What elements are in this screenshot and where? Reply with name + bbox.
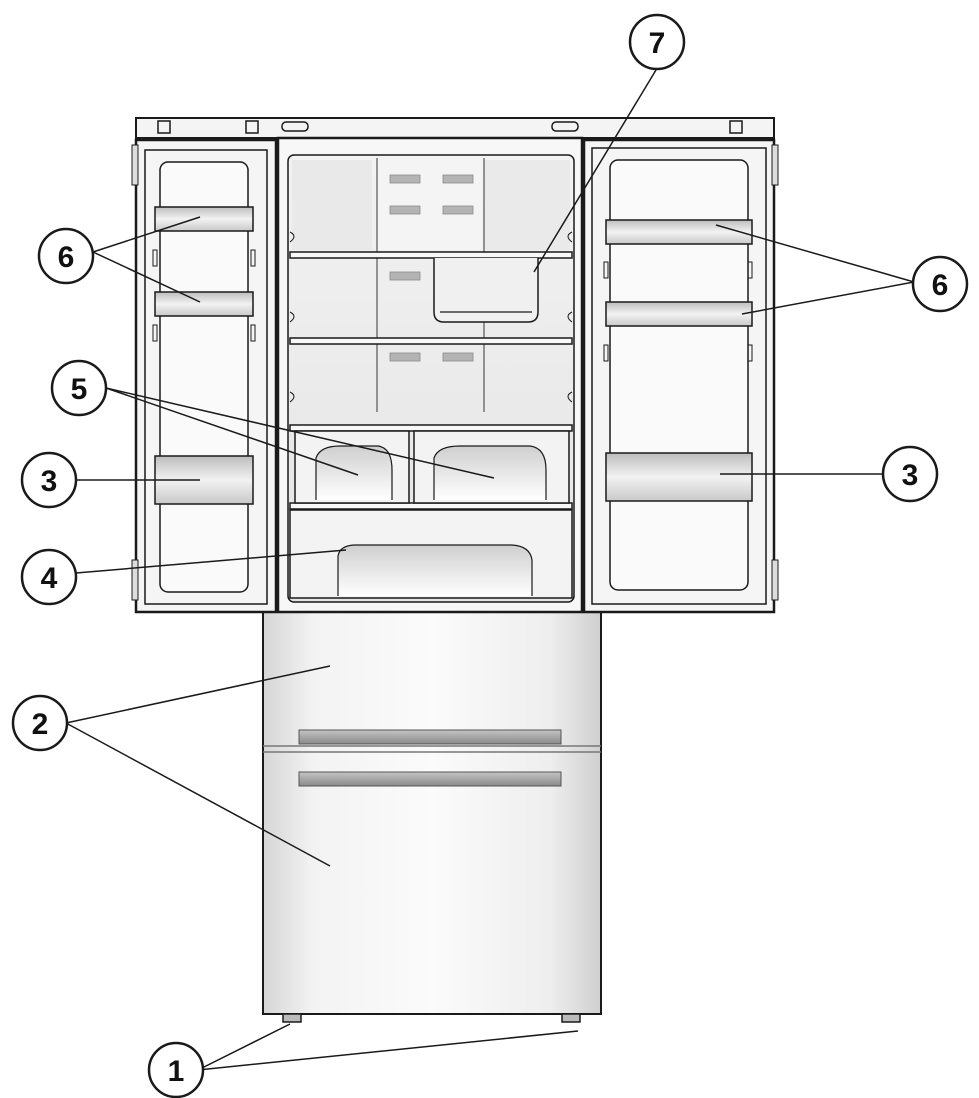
adjustable-feet bbox=[282, 1013, 581, 1023]
freezer-upper-handle bbox=[298, 729, 562, 745]
callout-1: 1 bbox=[147, 1041, 205, 1098]
callout-7: 7 bbox=[628, 13, 686, 71]
callout-6-left-label: 6 bbox=[58, 241, 75, 274]
callout-6-left: 6 bbox=[37, 227, 95, 285]
left-door-shelf-middle bbox=[154, 291, 254, 317]
callout-2: 2 bbox=[11, 694, 69, 752]
callout-5-label: 5 bbox=[71, 373, 88, 406]
callout-7-label: 7 bbox=[649, 27, 666, 60]
left-door bbox=[131, 138, 278, 614]
bottom-drawer bbox=[289, 509, 573, 599]
glass-shelves bbox=[289, 251, 573, 510]
freezer-section bbox=[262, 611, 602, 1023]
callout-4: 4 bbox=[20, 548, 78, 606]
right-door bbox=[582, 138, 779, 614]
egg-tray bbox=[433, 258, 539, 323]
right-door-shelf-middle bbox=[605, 301, 753, 327]
freezer-lower-handle bbox=[298, 771, 562, 787]
callout-3-left-label: 3 bbox=[41, 465, 58, 498]
top-cap bbox=[135, 117, 775, 139]
callout-3-right: 3 bbox=[881, 445, 939, 503]
callout-5: 5 bbox=[50, 359, 108, 417]
callout-1-label: 1 bbox=[168, 1055, 185, 1088]
fresh-food-cabinet bbox=[276, 136, 584, 614]
right-door-bin-large bbox=[605, 452, 753, 502]
callout-6-right: 6 bbox=[911, 255, 969, 313]
right-door-shelf-upper bbox=[605, 219, 753, 245]
callout-3-left: 3 bbox=[20, 451, 78, 509]
leader-lines bbox=[65, 69, 915, 1071]
crisper-drawers bbox=[294, 430, 570, 504]
callout-3-right-label: 3 bbox=[902, 459, 919, 492]
callout-2-label: 2 bbox=[32, 708, 49, 741]
callout-4-label: 4 bbox=[41, 562, 58, 595]
callout-6-right-label: 6 bbox=[932, 269, 949, 302]
